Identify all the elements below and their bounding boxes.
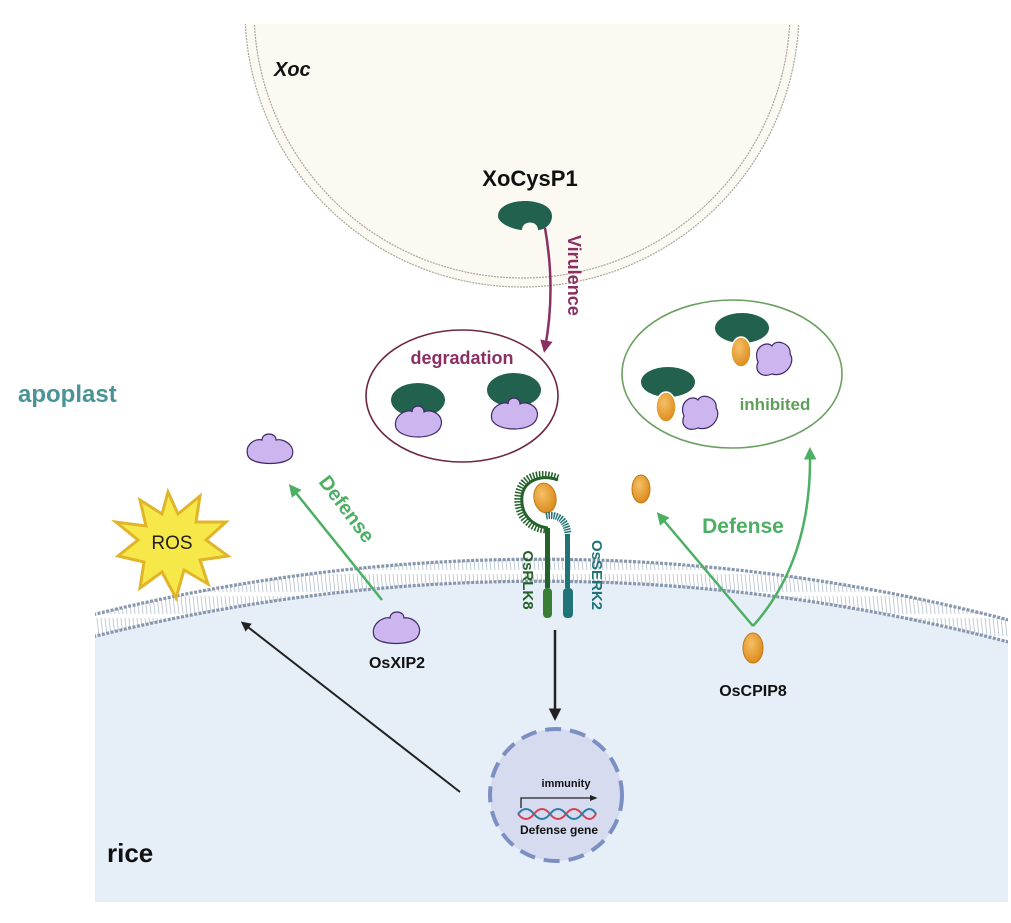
defense-label-left: Defense	[314, 472, 378, 547]
ros-signal-arrow	[240, 621, 461, 793]
transcription-arrow	[520, 794, 598, 808]
virulence-label: Virulence	[564, 235, 584, 316]
inhibited-label: inhibited	[740, 395, 811, 414]
xoc-cell	[244, 24, 800, 288]
xoc-label: Xoc	[273, 59, 311, 81]
osxip2-label: OsXIP2	[369, 655, 425, 672]
defense-gene-label: Defense gene	[520, 823, 598, 837]
defense-arrow-right-to-inhibited	[752, 447, 817, 627]
ros-label: ROS	[151, 533, 192, 554]
oscpip8-label: OsCPIP8	[719, 683, 787, 700]
defense-arrow-right-to-ligand	[656, 512, 754, 627]
defense-label-right: Defense	[702, 515, 784, 538]
immunity-label: immunity	[542, 778, 592, 790]
osserk2-label: OsSERK2	[588, 540, 605, 610]
osrlk8-label: OsRLK8	[519, 550, 536, 609]
osxip2-secreted	[246, 433, 294, 465]
defense-arrow-left	[288, 484, 383, 601]
ros-burst	[110, 487, 232, 602]
xocysp1-protein	[498, 201, 552, 230]
xocysp1-label: XoCysP1	[482, 166, 577, 191]
dna-helix-icon	[517, 808, 597, 820]
oscpip8-protein	[742, 632, 764, 664]
virulence-arrow	[540, 227, 553, 353]
degradation-complex	[365, 329, 559, 463]
nucleus	[488, 727, 624, 863]
inhibited-complex	[621, 299, 843, 449]
osxip2-protein	[372, 611, 421, 645]
degradation-label: degradation	[410, 348, 513, 368]
apoplast-label: apoplast	[18, 381, 117, 408]
oscpip8-secreted	[631, 474, 651, 504]
receptor-complex	[514, 471, 573, 618]
rice-label: rice	[107, 838, 153, 868]
